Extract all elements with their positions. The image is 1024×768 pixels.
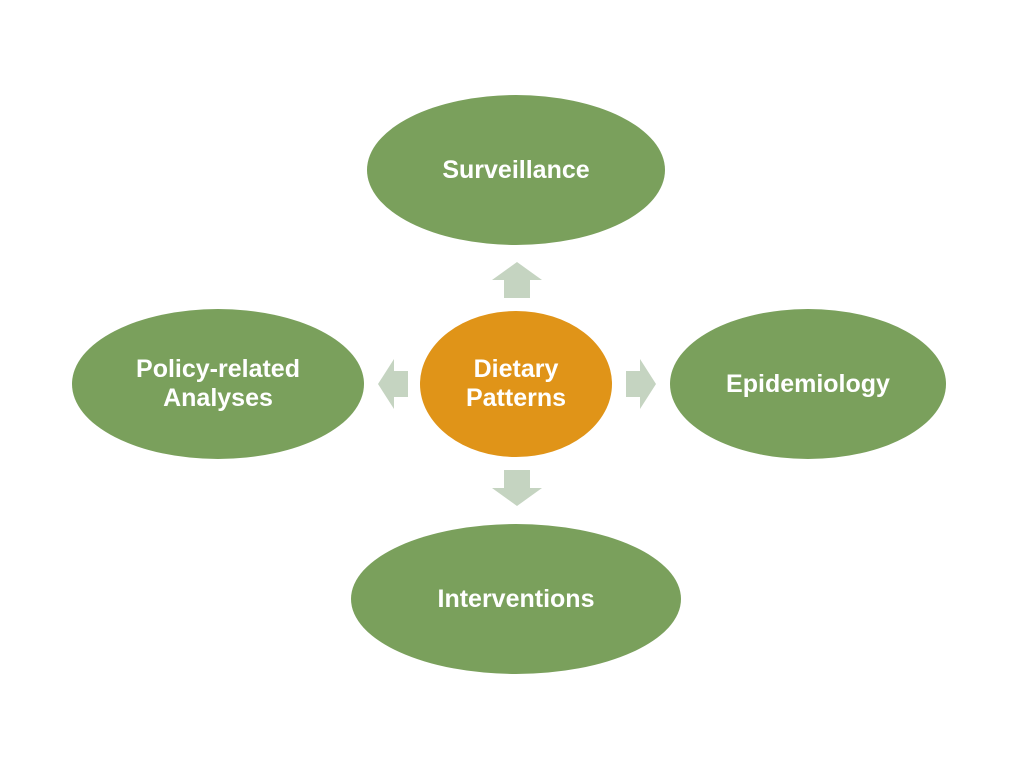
node-dietary-patterns: Dietary Patterns <box>420 311 612 457</box>
node-surveillance-label: Surveillance <box>442 155 590 184</box>
arrow-right-icon <box>626 359 656 409</box>
node-policy-related-analyses-label: Policy-related Analyses <box>136 355 300 412</box>
arrow-down-icon <box>492 470 542 506</box>
node-surveillance: Surveillance <box>367 95 665 245</box>
arrow-left-icon <box>378 359 408 409</box>
arrow-up-icon <box>492 262 542 298</box>
node-epidemiology: Epidemiology <box>670 309 946 459</box>
node-interventions-label: Interventions <box>437 584 595 613</box>
node-epidemiology-label: Epidemiology <box>726 369 890 398</box>
node-interventions: Interventions <box>351 524 681 674</box>
node-dietary-patterns-label: Dietary Patterns <box>465 355 567 412</box>
node-policy-related-analyses: Policy-related Analyses <box>72 309 364 459</box>
